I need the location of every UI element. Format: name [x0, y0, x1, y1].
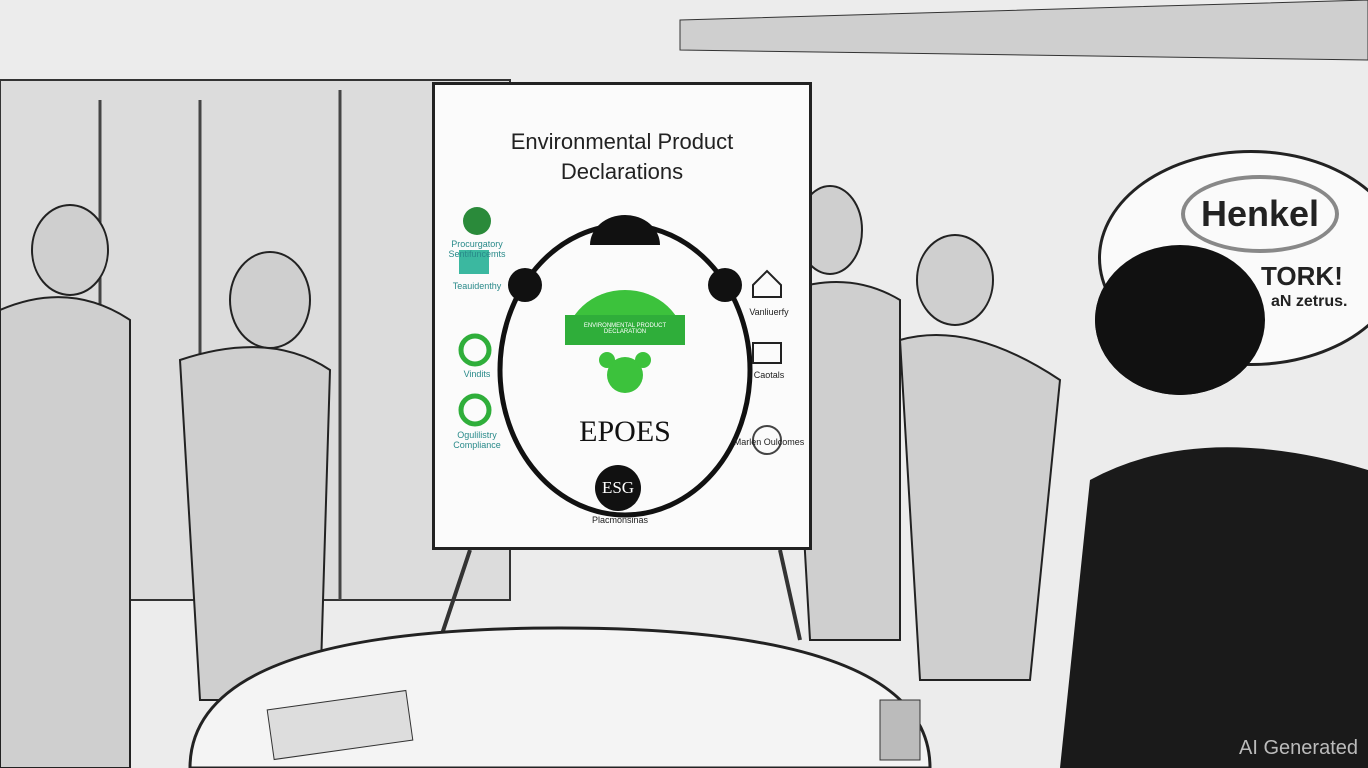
center-label: EPOES	[579, 415, 671, 448]
ai-generated-watermark: AI Generated	[1239, 737, 1358, 759]
title-line-2: Declarations	[560, 159, 684, 184]
right-item-2: Caotals	[753, 370, 785, 380]
left-item-3: Vindits	[463, 369, 491, 379]
poster-title: Environmental Product Declarations	[435, 127, 809, 187]
left-item-4: Ogulilistry Compliance	[453, 430, 501, 450]
title-line-1: Environmental Product	[510, 129, 734, 154]
bottom-caption: Placmonsinas	[591, 515, 649, 525]
left-item-1: Procurgatory Sentifuncemts	[448, 239, 506, 259]
sign-line-1: TORK!	[1261, 261, 1343, 291]
right-item-3: Marlen Oulcomes	[733, 437, 805, 447]
right-item-1: Vanliuerfy	[749, 307, 789, 317]
sign-line-2: aN zetrus.	[1271, 293, 1348, 310]
brand-logo: Henkel	[1181, 175, 1339, 253]
epd-poster-board: Environmental Product Declarations ENVIR…	[432, 82, 812, 550]
esg-badge: ESG	[595, 465, 641, 511]
foreground-head	[1095, 245, 1265, 395]
left-item-2: Teauidenthy	[452, 281, 502, 291]
cycle-diagram	[458, 207, 782, 518]
banner-text: ENVIRONMENTAL PRODUCT DECLARATION	[583, 323, 667, 335]
